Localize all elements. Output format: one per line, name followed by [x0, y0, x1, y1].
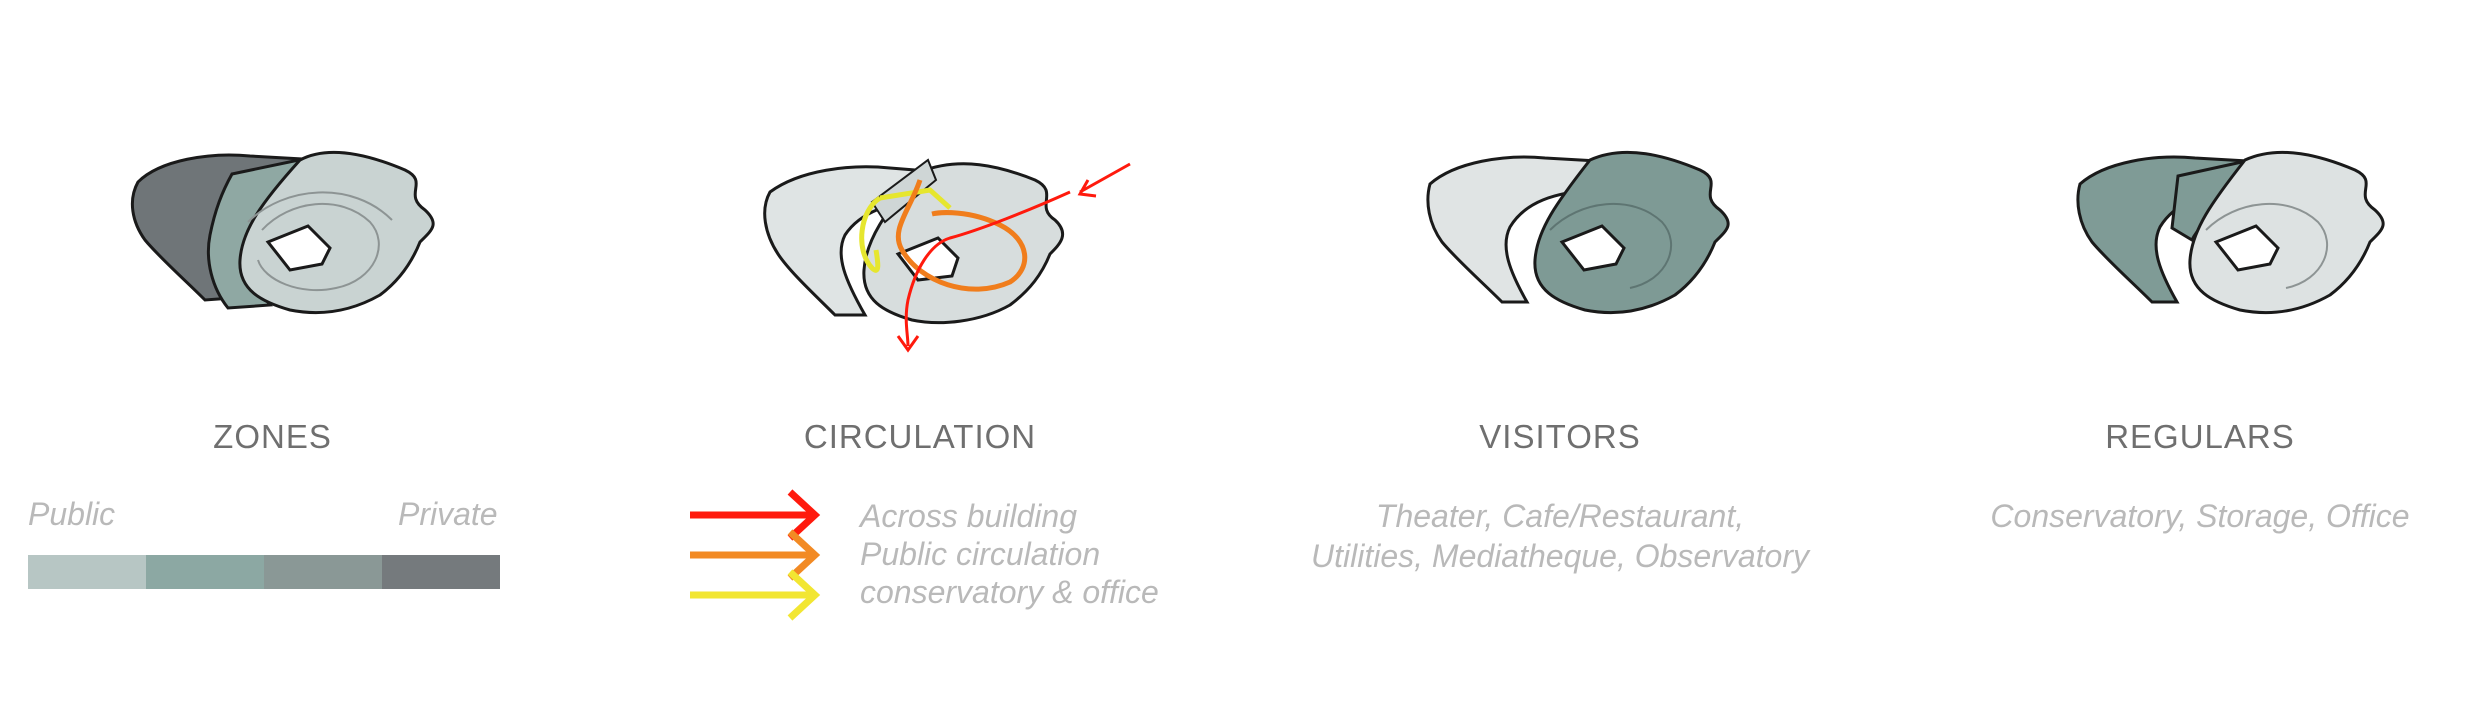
circulation-public-path — [895, 179, 1028, 292]
zones-public-mass — [238, 150, 435, 315]
visitors-public-mass — [1533, 150, 1730, 315]
visitors-panel: VISITORS Theater, Cafe/Restaurant, Utili… — [1270, 0, 1830, 719]
legend-conservatory-office: conservatory & office — [860, 574, 1159, 610]
zones-private-label: Private — [398, 496, 498, 532]
regulars-outer-wing — [2076, 155, 2268, 304]
regulars-title: REGULARS — [2105, 418, 2295, 455]
regulars-desc: Conservatory, Storage, Office — [1990, 498, 2410, 534]
regulars-panel: REGULARS Conservatory, Storage, Office — [1940, 0, 2481, 719]
visitors-title: VISITORS — [1479, 418, 1641, 455]
zones-title: ZONES — [213, 418, 332, 455]
circulation-title: CIRCULATION — [803, 418, 1037, 455]
zones-massing-diagram — [130, 150, 435, 315]
arrow-public-circulation — [690, 529, 821, 581]
scale-swatch-3 — [264, 555, 382, 589]
circulation-outer-wing — [763, 165, 943, 317]
legend-public-circulation: Public circulation — [860, 536, 1101, 572]
circulation-massing-diagram — [763, 158, 1131, 353]
zones-color-scale — [28, 555, 500, 589]
visitors-desc-line-1: Theater, Cafe/Restaurant, — [1375, 498, 1745, 534]
circulation-across-path — [904, 190, 1071, 347]
scale-swatch-1 — [28, 555, 146, 589]
circulation-legend-arrows — [690, 489, 821, 621]
circulation-panel: CIRCULATION Across building Public circu… — [640, 0, 1260, 719]
scale-swatch-2 — [146, 555, 264, 589]
zones-panel: ZONES Public Private — [0, 0, 560, 719]
visitors-desc-line-2: Utilities, Mediatheque, Observatory — [1311, 538, 1809, 574]
visitors-outer-wing — [1426, 155, 1618, 304]
regulars-main-mass — [2188, 150, 2385, 315]
legend-across-building: Across building — [860, 498, 1077, 534]
scale-swatch-4 — [382, 555, 500, 589]
zones-courtyard — [265, 224, 332, 272]
arrow-conservatory-office — [690, 569, 821, 621]
regulars-massing-diagram — [2076, 150, 2385, 315]
visitors-massing-diagram — [1426, 150, 1730, 315]
visitors-courtyard — [1559, 224, 1626, 272]
regulars-courtyard — [2213, 224, 2280, 272]
arrow-across-building — [690, 489, 821, 541]
circulation-conservatory-path — [859, 187, 952, 273]
zones-public-label: Public — [28, 496, 116, 532]
